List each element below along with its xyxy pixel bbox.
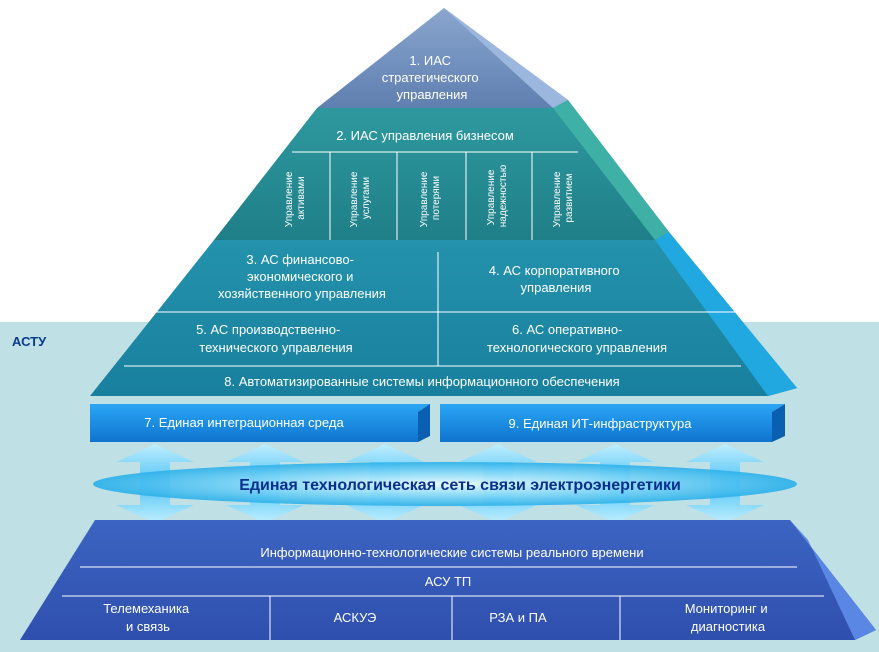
column-label-losses: Управление потерями [419, 169, 442, 227]
level3-line: экономического и [247, 269, 353, 284]
integration-block-side [418, 404, 430, 442]
column-label-reliability: Управление надежностью [486, 164, 509, 227]
levels-3-8-block [90, 232, 797, 396]
level5-line: 5. АС производственно- [196, 322, 340, 337]
infrastructure-block: 9. Единая ИТ-инфраструктура [440, 404, 785, 442]
column-label-line: Управление [486, 169, 497, 225]
bottom-cell-monitoring: Мониторинг и диагностика [685, 601, 772, 634]
level1-line: 1. ИАС [409, 53, 451, 68]
level2-block [214, 100, 669, 240]
level2-side [553, 100, 669, 240]
levels-3-8-side [655, 232, 797, 396]
level1-line: стратегического [382, 70, 479, 85]
level2-title: 2. ИАС управления бизнесом [336, 128, 514, 143]
bottom-cell-telemechanics: Телемеханика и связь [103, 601, 193, 634]
level3-line: 3. АС финансово- [246, 252, 354, 267]
level3-text: 3. АС финансово- экономического и хозяйс… [218, 252, 386, 301]
level6-line: технологического управления [487, 340, 667, 355]
level4-text: 4. АС корпоративного управления [489, 263, 623, 295]
level2-columns: Управление активами Управление услугами … [284, 164, 575, 227]
level6-line: 6. АС оперативно- [512, 322, 622, 337]
bottom-cell-line: Телемеханика [103, 601, 190, 616]
level1-apex-side [444, 8, 568, 108]
infrastructure-block-face [440, 404, 785, 442]
bottom-cell-line: диагностика [691, 619, 766, 634]
column-label-line: надежностью [498, 164, 509, 227]
asty-zone-label: АСТУ [12, 334, 47, 349]
bottom-cell-line: Мониторинг и [685, 601, 768, 616]
level8-text: 8. Автоматизированные системы информацио… [224, 374, 619, 389]
level4-line: управления [521, 280, 592, 295]
column-label-line: развитием [564, 173, 575, 222]
top-pyramid [90, 8, 797, 396]
bottom-row2-label: АСУ ТП [425, 574, 472, 589]
bottom-cell-line: и связь [126, 619, 170, 634]
column-label-line: Управление [552, 171, 563, 227]
column-label-development: Управление развитием [552, 169, 575, 227]
level6-text: 6. АС оперативно- технологического управ… [487, 322, 667, 355]
network-ellipse [93, 462, 797, 506]
integration-block-face [90, 404, 430, 442]
column-label-services: Управление услугами [349, 169, 372, 227]
level5-line: технического управления [199, 340, 352, 355]
infrastructure-block-side [772, 404, 785, 442]
column-label-line: Управление [419, 171, 430, 227]
column-label-line: активами [296, 176, 307, 219]
integration-block: 7. Единая интеграционная среда [90, 404, 430, 442]
bottom-cell-askue: АСКУЭ [334, 610, 377, 625]
network-label: Единая технологическая сеть связи электр… [239, 477, 681, 494]
column-label-line: Управление [349, 171, 360, 227]
bottom-pyramid-side [790, 520, 876, 640]
column-label-line: Управление [284, 171, 295, 227]
bottom-pyramid-face [20, 520, 876, 640]
bottom-pyramid [20, 520, 876, 640]
level1-apex [317, 8, 568, 108]
level1-line: управления [397, 87, 468, 102]
bottom-row1-label: Информационно-технологические системы ре… [260, 545, 643, 560]
level1-text: 1. ИАС стратегического управления [382, 53, 483, 102]
bottom-cell-rza: РЗА и ПА [489, 610, 547, 625]
integration-block-label: 7. Единая интеграционная среда [144, 415, 344, 430]
level3-line: хозяйственного управления [218, 286, 386, 301]
level4-line: 4. АС корпоративного [489, 263, 620, 278]
column-label-line: услугами [361, 177, 372, 219]
level5-text: 5. АС производственно- технического упра… [196, 322, 353, 355]
infrastructure-block-label: 9. Единая ИТ-инфраструктура [508, 416, 692, 431]
column-label-line: потерями [431, 176, 442, 220]
column-label-assets: Управление активами [284, 169, 307, 227]
